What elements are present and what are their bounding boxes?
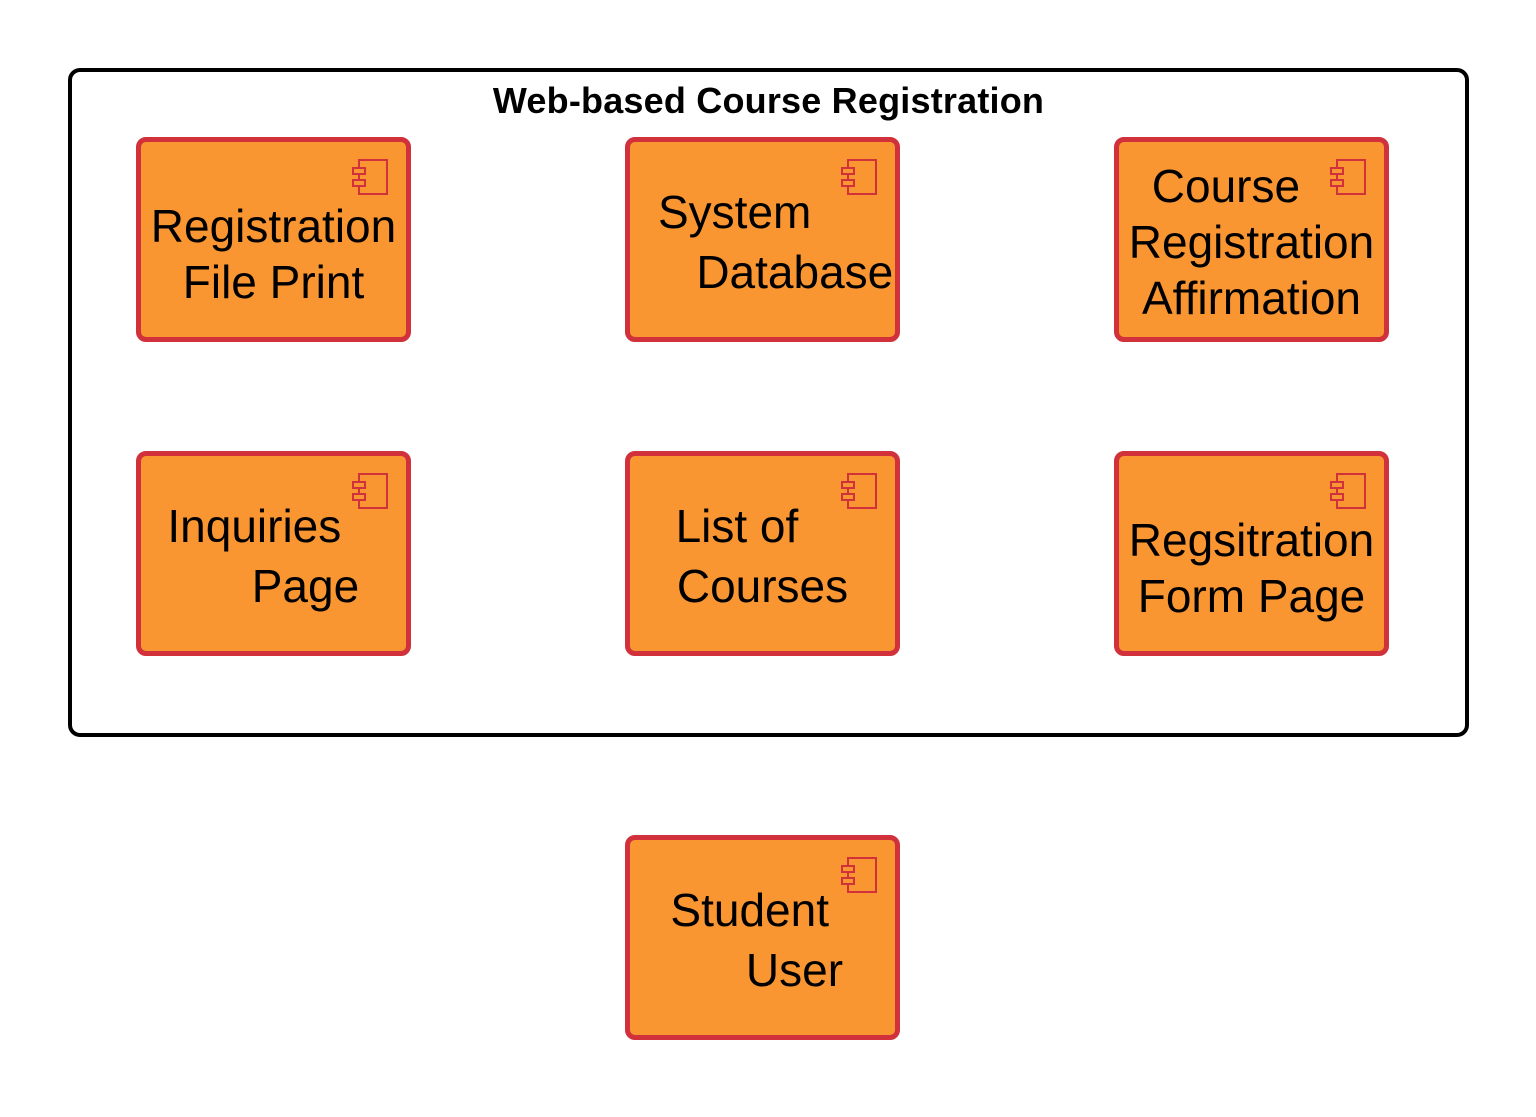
component-label: Student User (670, 884, 844, 996)
boundary-title: Web-based Course Registration (492, 80, 1045, 121)
component-label: Registration File Print (150, 200, 397, 308)
component-list-of-courses[interactable]: List of Courses (625, 451, 900, 656)
component-label: Course Registration Affirmation (1128, 160, 1375, 324)
uml-component-icon (352, 473, 388, 509)
component-student-user[interactable]: Student User (625, 835, 900, 1040)
uml-component-icon (841, 473, 877, 509)
uml-component-icon (352, 159, 388, 195)
uml-component-icon (1330, 159, 1366, 195)
component-system-database[interactable]: System Database (625, 137, 900, 342)
component-inquiries-page[interactable]: Inquiries Page (136, 451, 411, 656)
component-course-registration-affirmation[interactable]: Course Registration Affirmation (1114, 137, 1389, 342)
uml-component-icon (1330, 473, 1366, 509)
uml-component-icon (841, 159, 877, 195)
component-registration-file-print[interactable]: Registration File Print (136, 137, 411, 342)
component-regsitration-form-page[interactable]: Regsitration Form Page (1114, 451, 1389, 656)
component-label: List of Courses (675, 500, 849, 612)
component-label: Regsitration Form Page (1128, 514, 1375, 622)
component-label: System Database (658, 186, 894, 298)
component-label: Inquiries Page (167, 500, 360, 612)
uml-component-icon (841, 857, 877, 893)
